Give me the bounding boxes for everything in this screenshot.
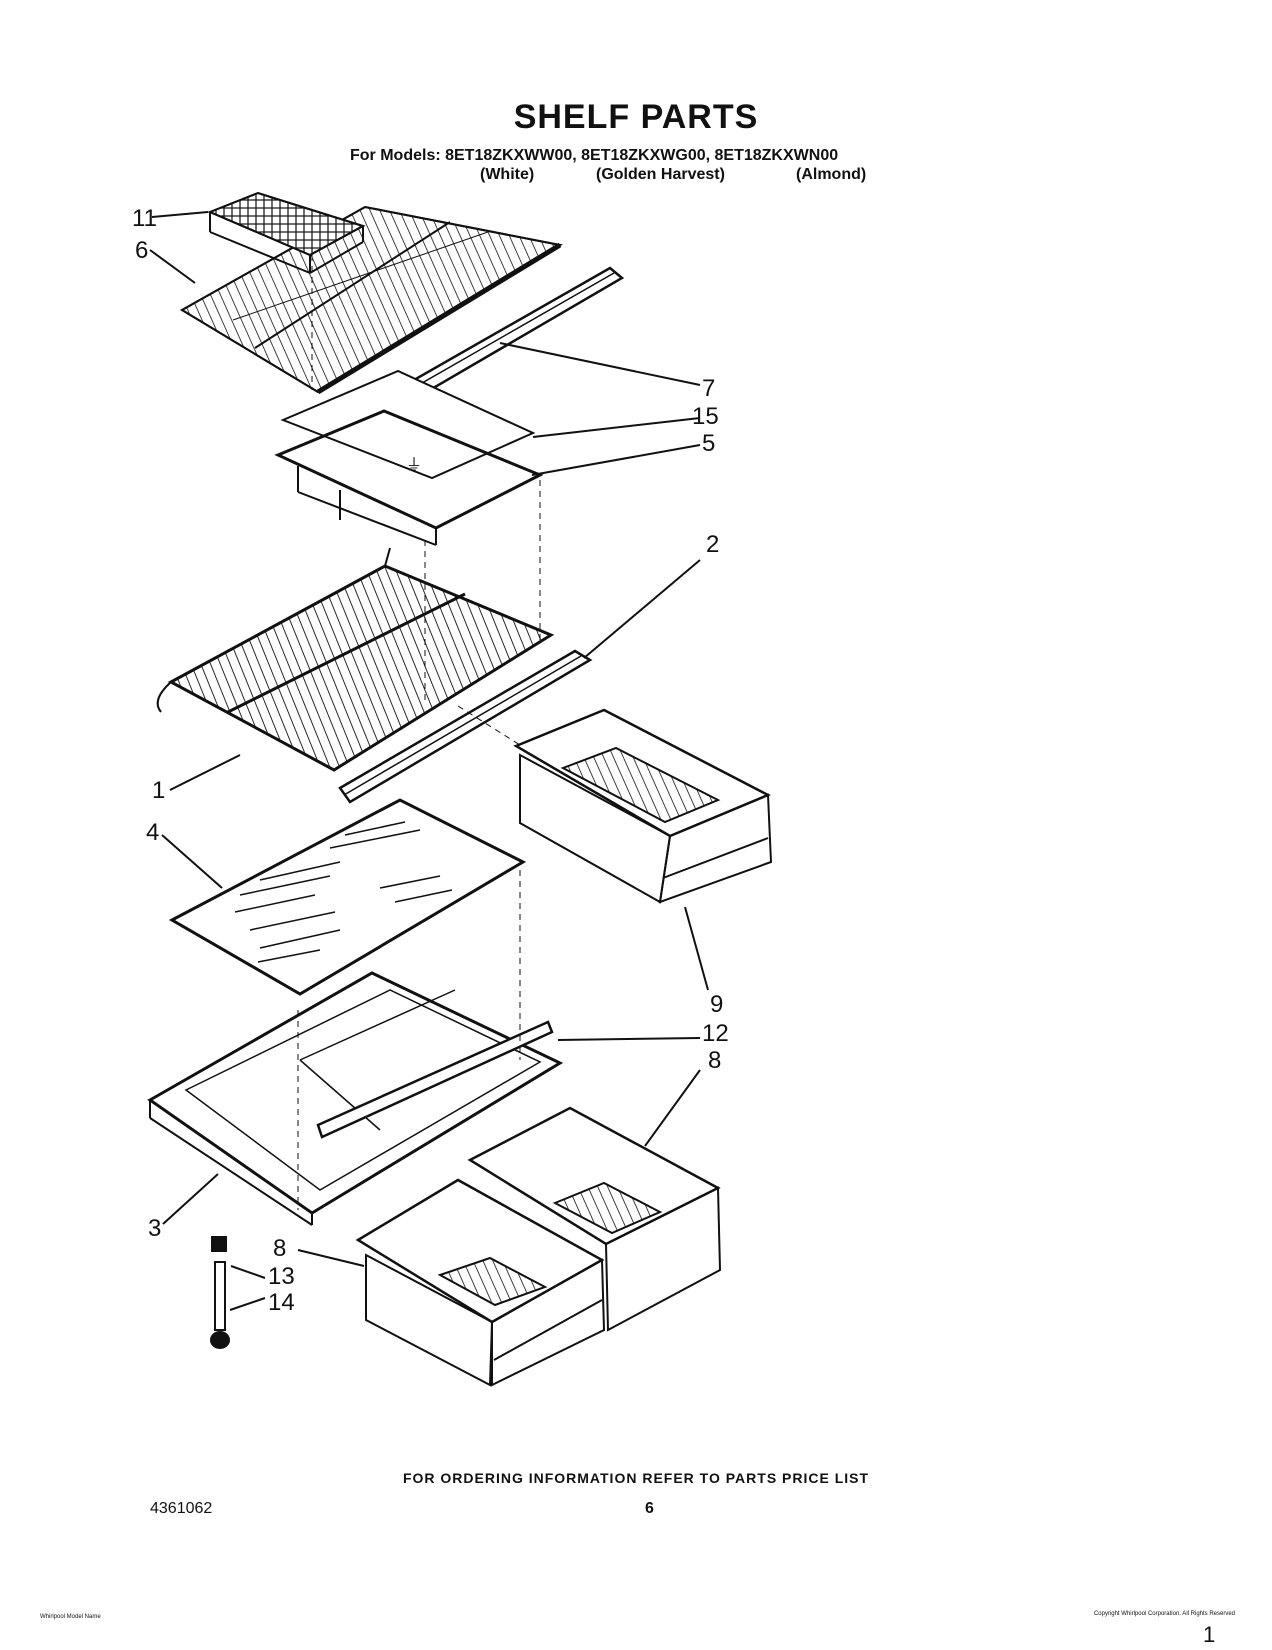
callout-7: 7 (702, 375, 715, 402)
svg-text:⏚: ⏚ (406, 456, 422, 474)
callout-11: 11 (132, 205, 157, 232)
callout-14: 14 (268, 1289, 295, 1316)
callout-9: 9 (710, 991, 723, 1018)
callout-15: 15 (692, 403, 719, 430)
small-drawer-9 (513, 708, 773, 904)
color-golden-harvest-label: (Golden Harvest) (596, 166, 725, 183)
cover-frame-5 (274, 409, 544, 546)
top-wire-shelf (180, 205, 563, 395)
callout-6: 6 (135, 237, 148, 264)
callout-1: 1 (152, 777, 165, 804)
egg-tray (207, 191, 366, 274)
page-number: 6 (645, 1500, 654, 1517)
lower-drawer-left (355, 1178, 606, 1387)
models-line: For Models: 8ET18ZKXWW00, 8ET18ZKXWG00, … (350, 147, 839, 164)
callout-leaders (149, 211, 709, 1311)
lower-drawer-right (467, 1106, 722, 1332)
document-number: 4361062 (150, 1500, 213, 1517)
glass-shelf-4 (168, 798, 527, 996)
assembly-guide-lines (297, 255, 541, 1210)
ordering-note: FOR ORDERING INFORMATION REFER TO PARTS … (402, 1470, 870, 1486)
crisper-cover-15: ⏚ (280, 369, 536, 480)
callout-3: 3 (148, 1215, 161, 1242)
light-socket-13-14 (210, 1236, 230, 1349)
page-title: SHELF PARTS (513, 98, 759, 136)
callout-12: 12 (702, 1020, 729, 1047)
footer-copyright: Copyright Whirlpool Corporation. All Rig… (1093, 1611, 1235, 1617)
callout-8-upper: 8 (708, 1047, 721, 1074)
corner-number: 1 (1203, 1622, 1216, 1647)
color-almond-label: (Almond) (796, 166, 867, 183)
callout-4: 4 (146, 819, 159, 846)
callout-8-lower: 8 (273, 1235, 286, 1262)
callout-13: 13 (268, 1263, 295, 1290)
callout-2: 2 (706, 531, 719, 558)
footer-left-small-print: Whirlpool Model Name (40, 1614, 101, 1620)
color-white-label: (White) (480, 166, 535, 183)
crisper-frame-3 (147, 971, 564, 1226)
main-wire-shelf (156, 547, 555, 772)
side-rail-2 (338, 649, 593, 804)
callout-5: 5 (702, 430, 715, 457)
